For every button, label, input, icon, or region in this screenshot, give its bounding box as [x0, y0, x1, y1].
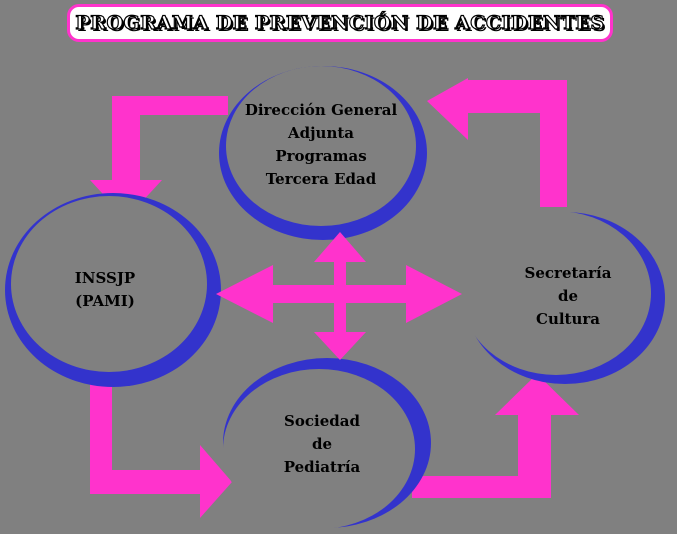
node-direccion-line: Tercera Edad [265, 170, 377, 188]
node-sociedad-line: de [311, 435, 333, 453]
title-banner: PROGRAMA DE PREVENCIÓN DE ACCIDENTES [67, 4, 613, 42]
node-sociedad-line: Sociedad [284, 412, 360, 430]
node-secretaria-line: Secretaría [524, 264, 612, 282]
arrow-secretaria-to-direccion [427, 78, 567, 207]
central-four-way-arrow [216, 232, 462, 360]
node-direccion-line: Adjunta [287, 124, 354, 142]
node-inssjp-line: INSSJP [74, 269, 136, 287]
node-secretaria-line: de [557, 287, 579, 305]
node-direccion-ring [219, 66, 427, 240]
arrow-sociedad-to-secretaria [412, 374, 579, 498]
node-inssjp-ring [5, 193, 221, 387]
node-direccion-line: Dirección General [244, 101, 398, 119]
node-secretaria-ring [461, 211, 665, 384]
diagram-title: PROGRAMA DE PREVENCIÓN DE ACCIDENTES [75, 11, 605, 34]
node-secretaria-line: Cultura [536, 310, 600, 328]
node-direccion-line: Programas [275, 147, 367, 165]
node-sociedad-ring [223, 358, 431, 529]
node-direccion-label: Dirección General Adjunta Programas Terc… [221, 99, 421, 191]
node-sociedad-line: Pediatría [283, 458, 361, 476]
node-secretaria-label: Secretaría de Cultura [508, 262, 628, 331]
node-inssjp-line: (PAMI) [75, 292, 135, 310]
arrow-inssjp-to-sociedad [90, 382, 232, 518]
node-sociedad-label: Sociedad de Pediatría [262, 410, 382, 479]
arrow-direccion-to-inssjp [90, 96, 228, 219]
node-inssjp-label: INSSJP (PAMI) [55, 267, 155, 313]
